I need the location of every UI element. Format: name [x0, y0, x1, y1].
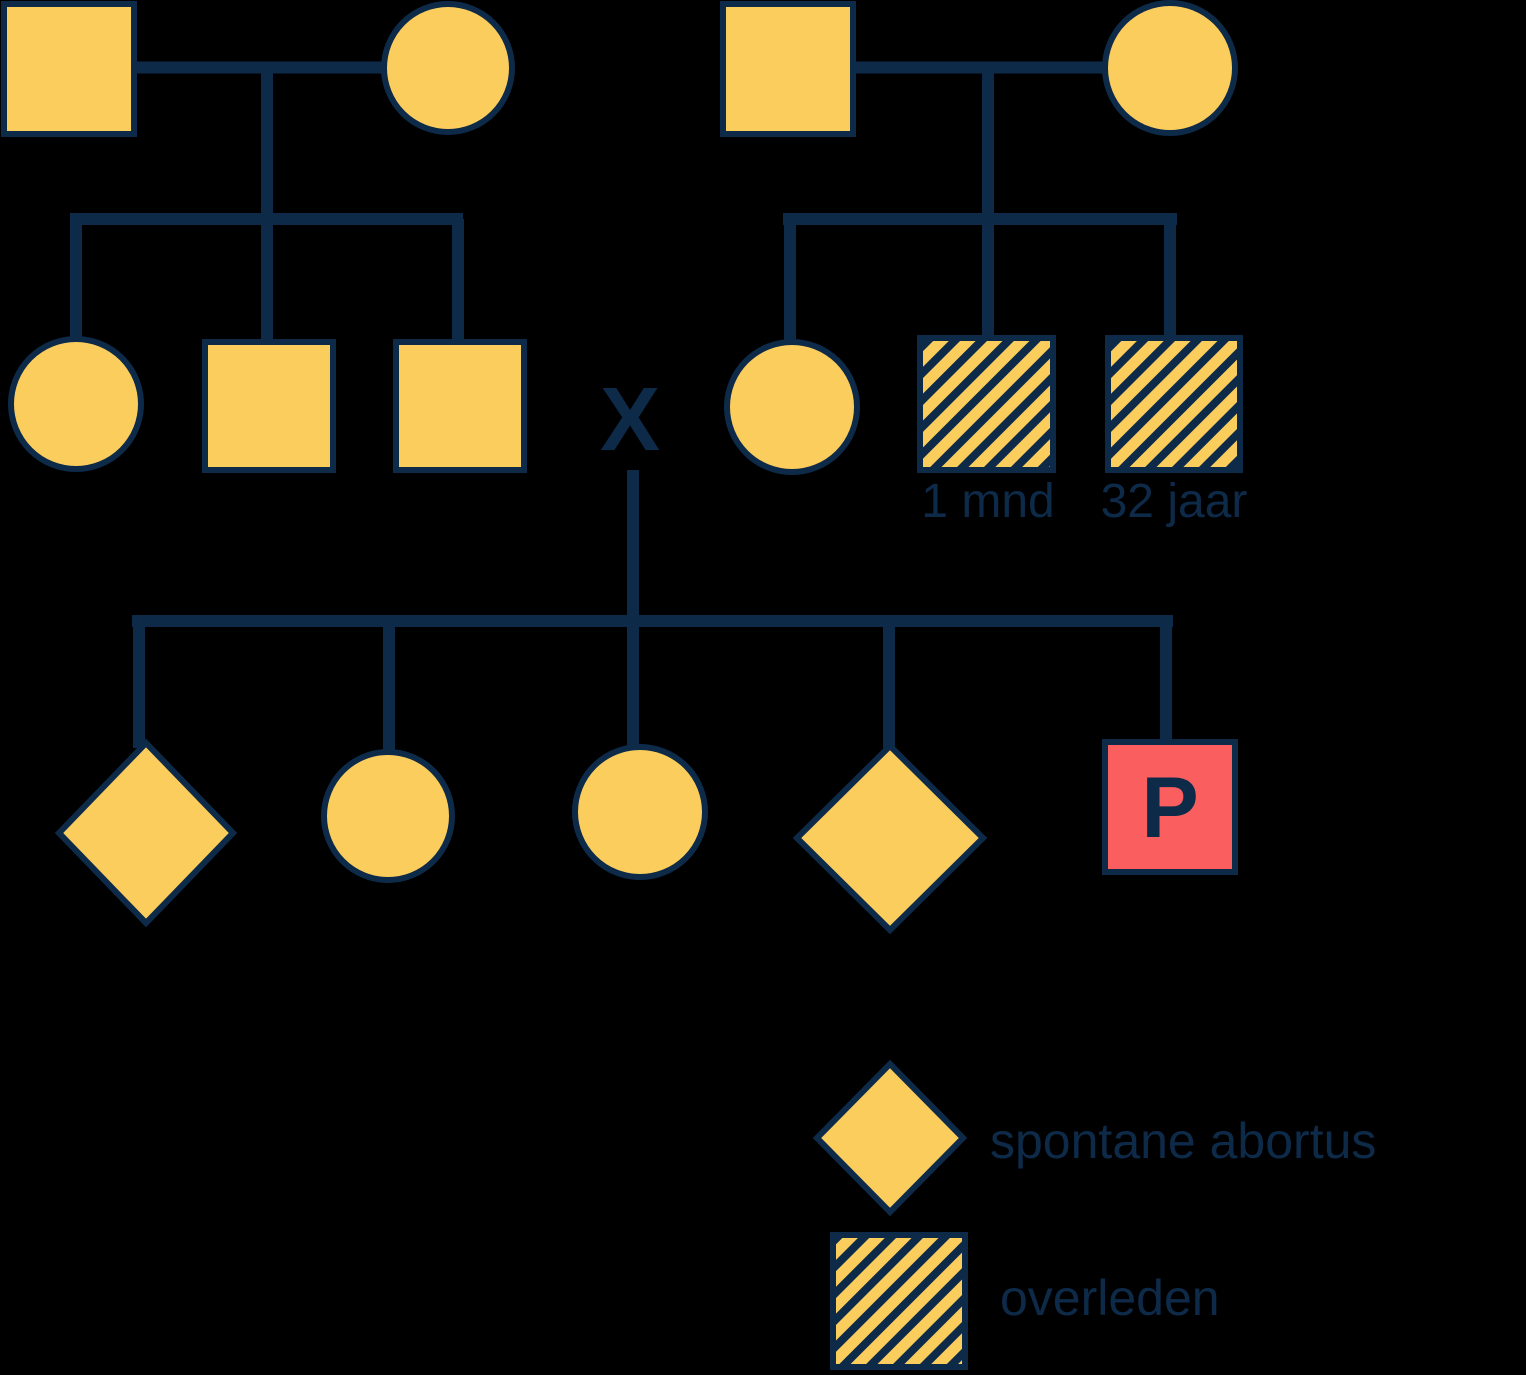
left-couple-line	[134, 61, 384, 219]
union-x-symbol: X	[600, 370, 660, 470]
proband-sibship-lines	[132, 615, 1173, 756]
right-daughter-circle	[724, 339, 860, 475]
left-sibship-lines	[70, 213, 464, 348]
deceased-age-label-2: 32 jaar	[1101, 475, 1248, 528]
miscarriage-diamond-1	[54, 738, 238, 928]
legend-miscarriage-diamond	[812, 1059, 968, 1217]
miscarriage-diamond-2	[792, 741, 988, 935]
right-couple-line	[853, 61, 1105, 219]
right-sibship-lines	[783, 213, 1177, 345]
left-daughter-circle	[8, 336, 144, 472]
left-family	[1, 1, 527, 473]
sister-circle-1	[321, 749, 455, 883]
right-family: 1 mnd 32 jaar	[720, 0, 1248, 528]
deceased-son-square-1	[917, 335, 1056, 473]
right-grandfather-square	[720, 1, 856, 137]
legend-spontaneous-abortion-label: spontane abortus	[990, 1113, 1376, 1169]
left-grandmother-circle	[381, 1, 515, 135]
proband-square	[1102, 739, 1238, 875]
left-son-square-1	[202, 339, 336, 473]
deceased-son-square-2	[1105, 335, 1243, 473]
legend-deceased-square	[830, 1232, 968, 1370]
left-grandfather-square	[1, 1, 137, 137]
legend: spontane abortus overleden	[812, 1059, 1376, 1370]
deceased-age-label-1: 1 mnd	[921, 475, 1054, 528]
proband-sibship: P	[54, 615, 1238, 935]
left-son-square-2	[393, 339, 527, 473]
sister-circle-2	[572, 744, 708, 880]
parents-union: X	[600, 370, 660, 621]
legend-deceased-label: overleden	[1000, 1270, 1220, 1326]
proband-label: P	[1141, 760, 1198, 856]
right-grandmother-circle	[1102, 0, 1238, 136]
